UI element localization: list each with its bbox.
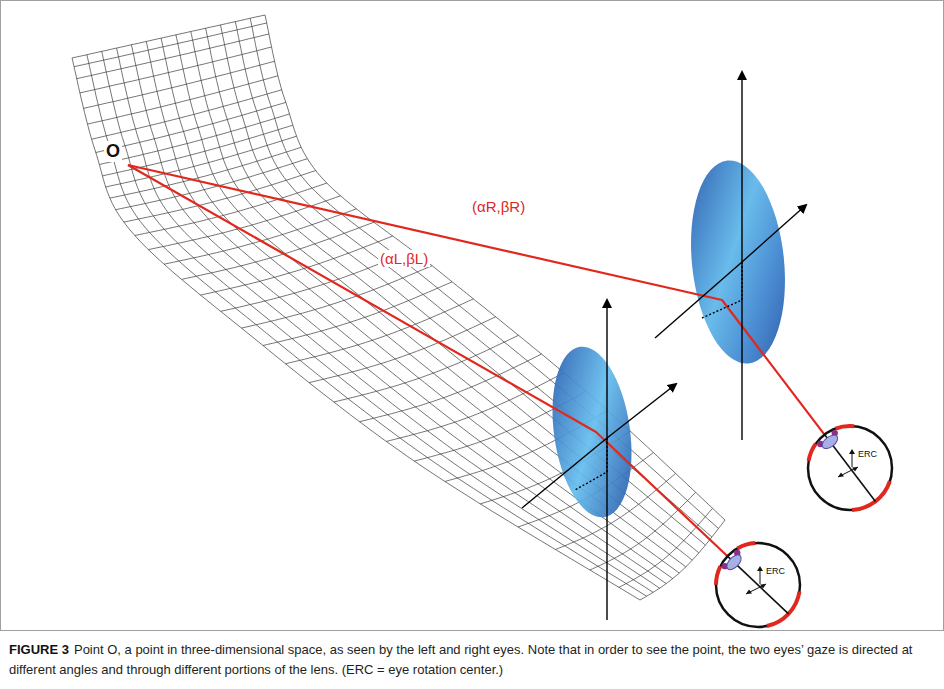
axis-line xyxy=(607,384,676,438)
mesh-line xyxy=(334,335,519,402)
iris-arc xyxy=(809,444,816,461)
mesh-line xyxy=(102,125,292,176)
mesh-line xyxy=(360,354,542,422)
right-lens xyxy=(682,156,795,368)
mesh-line xyxy=(235,22,712,537)
mesh-line xyxy=(263,282,452,346)
gaze-rays xyxy=(128,165,825,556)
arrow-head xyxy=(852,467,858,472)
erc-label: ERC xyxy=(858,450,877,459)
crystalline-lens xyxy=(820,432,840,451)
erc-label: ERC xyxy=(766,567,785,576)
caption-block: FIGURE 3Point O, a point in three-dimens… xyxy=(9,640,935,680)
mesh-line xyxy=(72,15,265,58)
axis-line xyxy=(742,205,806,262)
axis-line xyxy=(522,438,607,508)
caption-text: Point O, a point in three-dimensional sp… xyxy=(9,642,912,677)
eye-circle: ERC xyxy=(712,539,804,631)
mesh-line xyxy=(87,55,647,597)
axis-line xyxy=(741,72,742,440)
eye-drawing xyxy=(804,422,896,514)
angle-label: (αL,βL) xyxy=(378,250,430,267)
mesh-line xyxy=(161,38,679,573)
lens-axes xyxy=(522,72,806,620)
gaze-ray xyxy=(128,165,825,435)
mesh-line xyxy=(102,51,653,592)
mesh-line xyxy=(131,45,666,584)
rotation-arrow xyxy=(838,467,858,477)
mesh-line xyxy=(201,236,393,295)
arrow-head xyxy=(760,584,766,589)
mesh-line xyxy=(74,23,267,67)
mesh-line xyxy=(164,209,356,264)
dotted-guide xyxy=(702,262,742,318)
eyeball-outline xyxy=(808,426,892,510)
figure-frame xyxy=(1,1,944,631)
mesh-line xyxy=(92,90,282,139)
arrow-head xyxy=(746,590,752,595)
mesh-line xyxy=(96,102,286,152)
eyeball-outline xyxy=(716,543,800,627)
mesh-line xyxy=(117,48,660,588)
arrow-head xyxy=(838,473,844,478)
mesh-line xyxy=(99,114,289,165)
mesh-line xyxy=(206,28,699,553)
mesh-line xyxy=(640,520,725,600)
iris-arc xyxy=(716,566,720,584)
mesh-line xyxy=(619,508,713,587)
mesh-line xyxy=(309,317,496,383)
mesh-line xyxy=(88,76,279,124)
mesh-line xyxy=(106,136,297,187)
arrow-head xyxy=(849,449,855,454)
gaze-ray xyxy=(128,165,728,556)
iris-arc xyxy=(737,543,755,548)
eye-drawing xyxy=(712,539,804,631)
mesh-line xyxy=(191,32,693,561)
left-lens xyxy=(542,342,641,523)
crystalline-lens xyxy=(724,552,744,572)
mesh-line xyxy=(135,183,327,235)
figure-number: FIGURE 3 xyxy=(9,642,69,657)
rotation-arrow xyxy=(760,569,761,584)
arrow-head xyxy=(757,566,763,571)
mesh-line xyxy=(386,373,564,442)
rotation-arrow xyxy=(746,584,766,594)
iris-arc xyxy=(836,426,855,429)
lens-surface-mesh xyxy=(72,15,725,600)
axis-line xyxy=(655,262,742,338)
mesh-line xyxy=(72,58,640,600)
mesh-line xyxy=(250,18,718,528)
mesh-line xyxy=(265,15,725,520)
mesh-line xyxy=(77,34,269,79)
point-label: O xyxy=(104,141,122,162)
rotation-arrow xyxy=(852,452,853,467)
dotted-guide xyxy=(575,438,607,490)
angle-label: (αR,βR) xyxy=(470,198,527,215)
eye-circle: ERC xyxy=(804,422,896,514)
mesh-line xyxy=(146,42,673,579)
